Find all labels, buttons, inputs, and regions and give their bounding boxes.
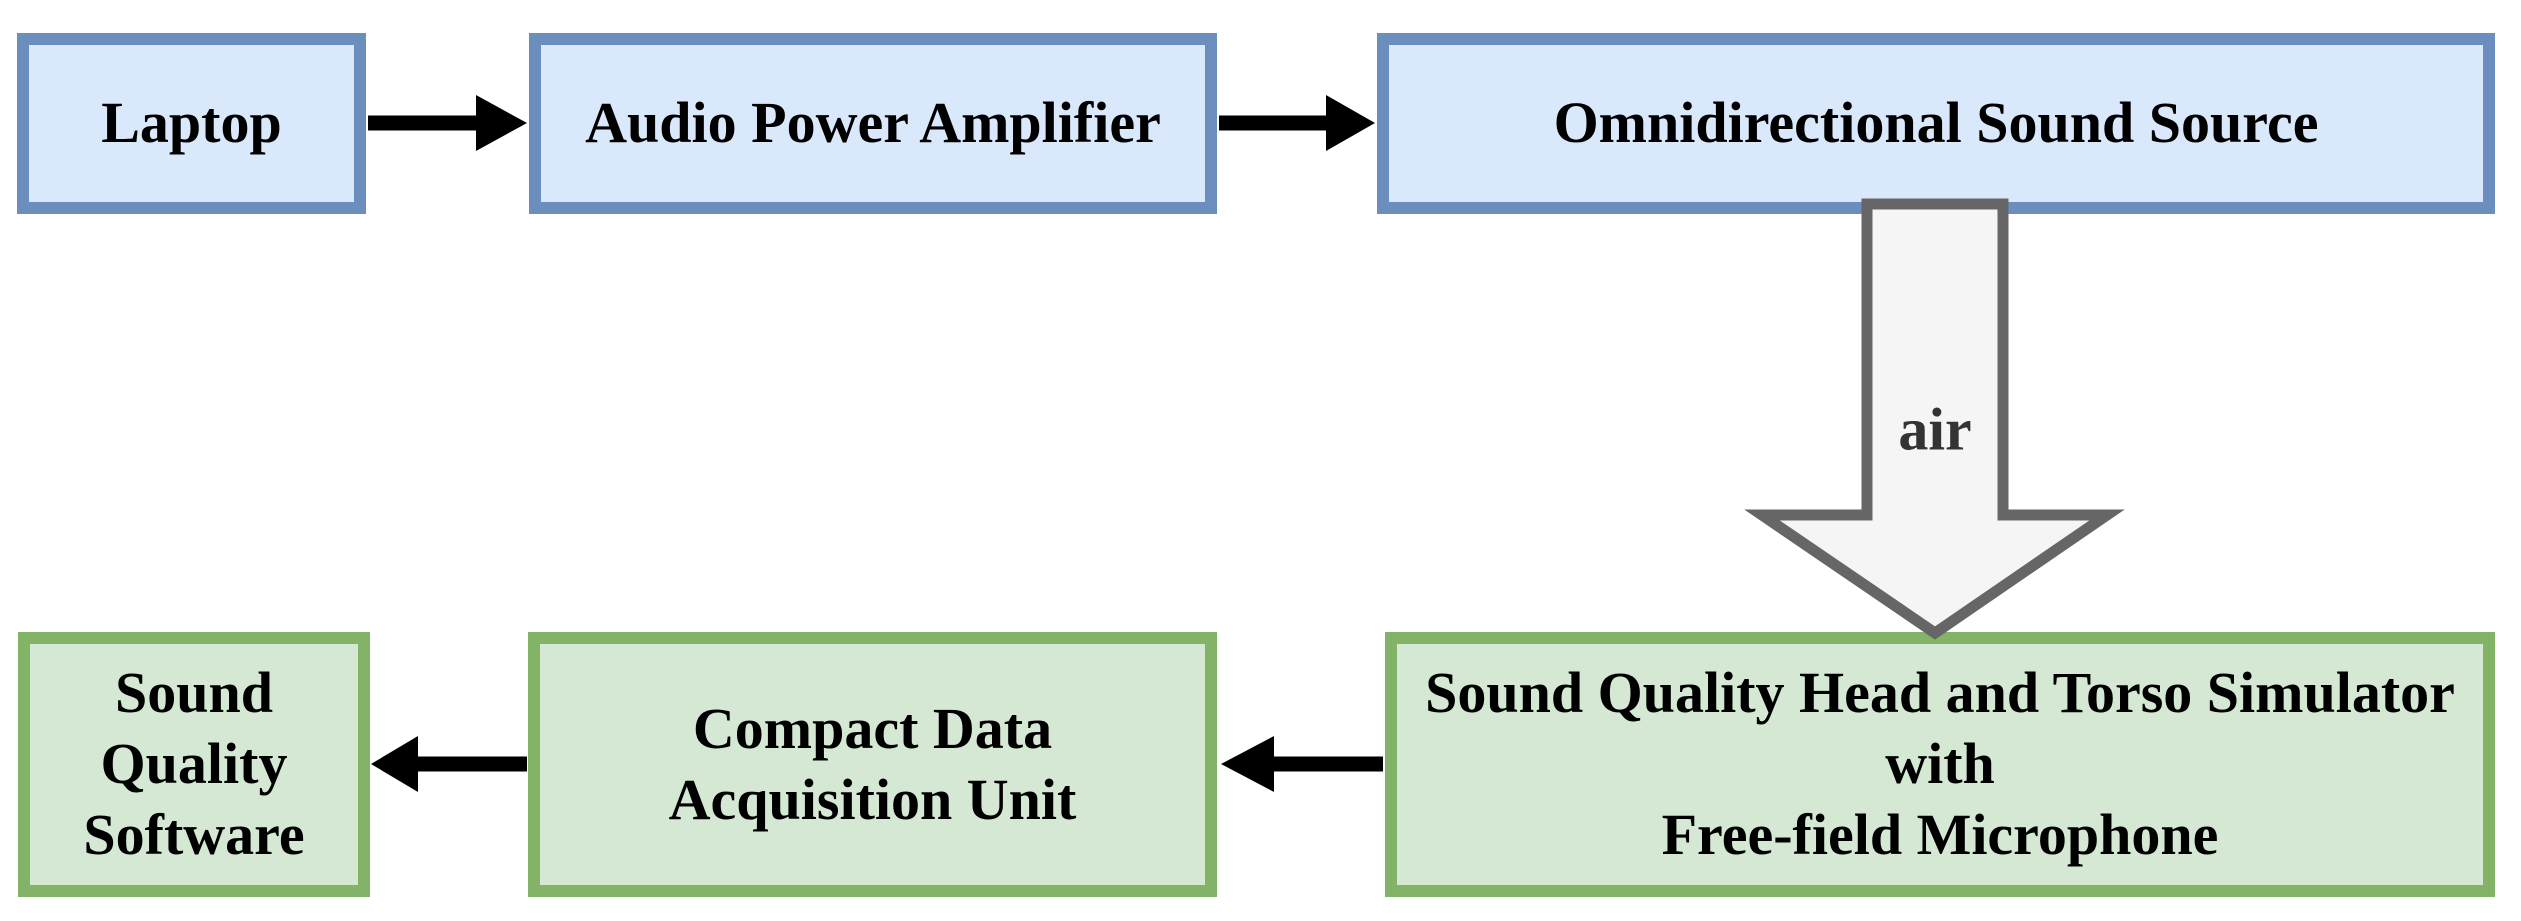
arrow-head <box>1221 736 1274 792</box>
node-audio-power-amplifier: Audio Power Amplifier <box>529 33 1217 214</box>
arrow-head <box>371 736 418 792</box>
node-omnidirectional-sound-source: Omnidirectional Sound Source <box>1377 33 2495 214</box>
node-hats-simulator: Sound Quality Head and Torso Simulator w… <box>1385 632 2495 897</box>
arrow-head <box>1326 95 1375 151</box>
arrow-daq-to-software <box>371 736 527 792</box>
node-laptop: Laptop <box>17 33 366 214</box>
node-hats-simulator-label: Sound Quality Head and Torso Simulator w… <box>1425 660 2455 867</box>
arrow-hats-to-daq <box>1221 736 1383 792</box>
arrow-laptop-to-amplifier <box>368 95 527 151</box>
node-compact-data-acquisition-unit-label: Compact Data Acquisition Unit <box>668 695 1077 832</box>
air-label: air <box>1898 396 1972 463</box>
node-audio-power-amplifier-label: Audio Power Amplifier <box>585 90 1161 156</box>
node-compact-data-acquisition-unit: Compact Data Acquisition Unit <box>528 632 1217 897</box>
node-sound-quality-software-label: Sound Quality Software <box>83 660 305 867</box>
node-omnidirectional-sound-source-label: Omnidirectional Sound Source <box>1553 90 2319 156</box>
node-sound-quality-software: Sound Quality Software <box>18 632 370 897</box>
arrow-amplifier-to-source <box>1219 95 1375 151</box>
node-laptop-label: Laptop <box>101 90 282 156</box>
arrow-head <box>476 95 527 151</box>
